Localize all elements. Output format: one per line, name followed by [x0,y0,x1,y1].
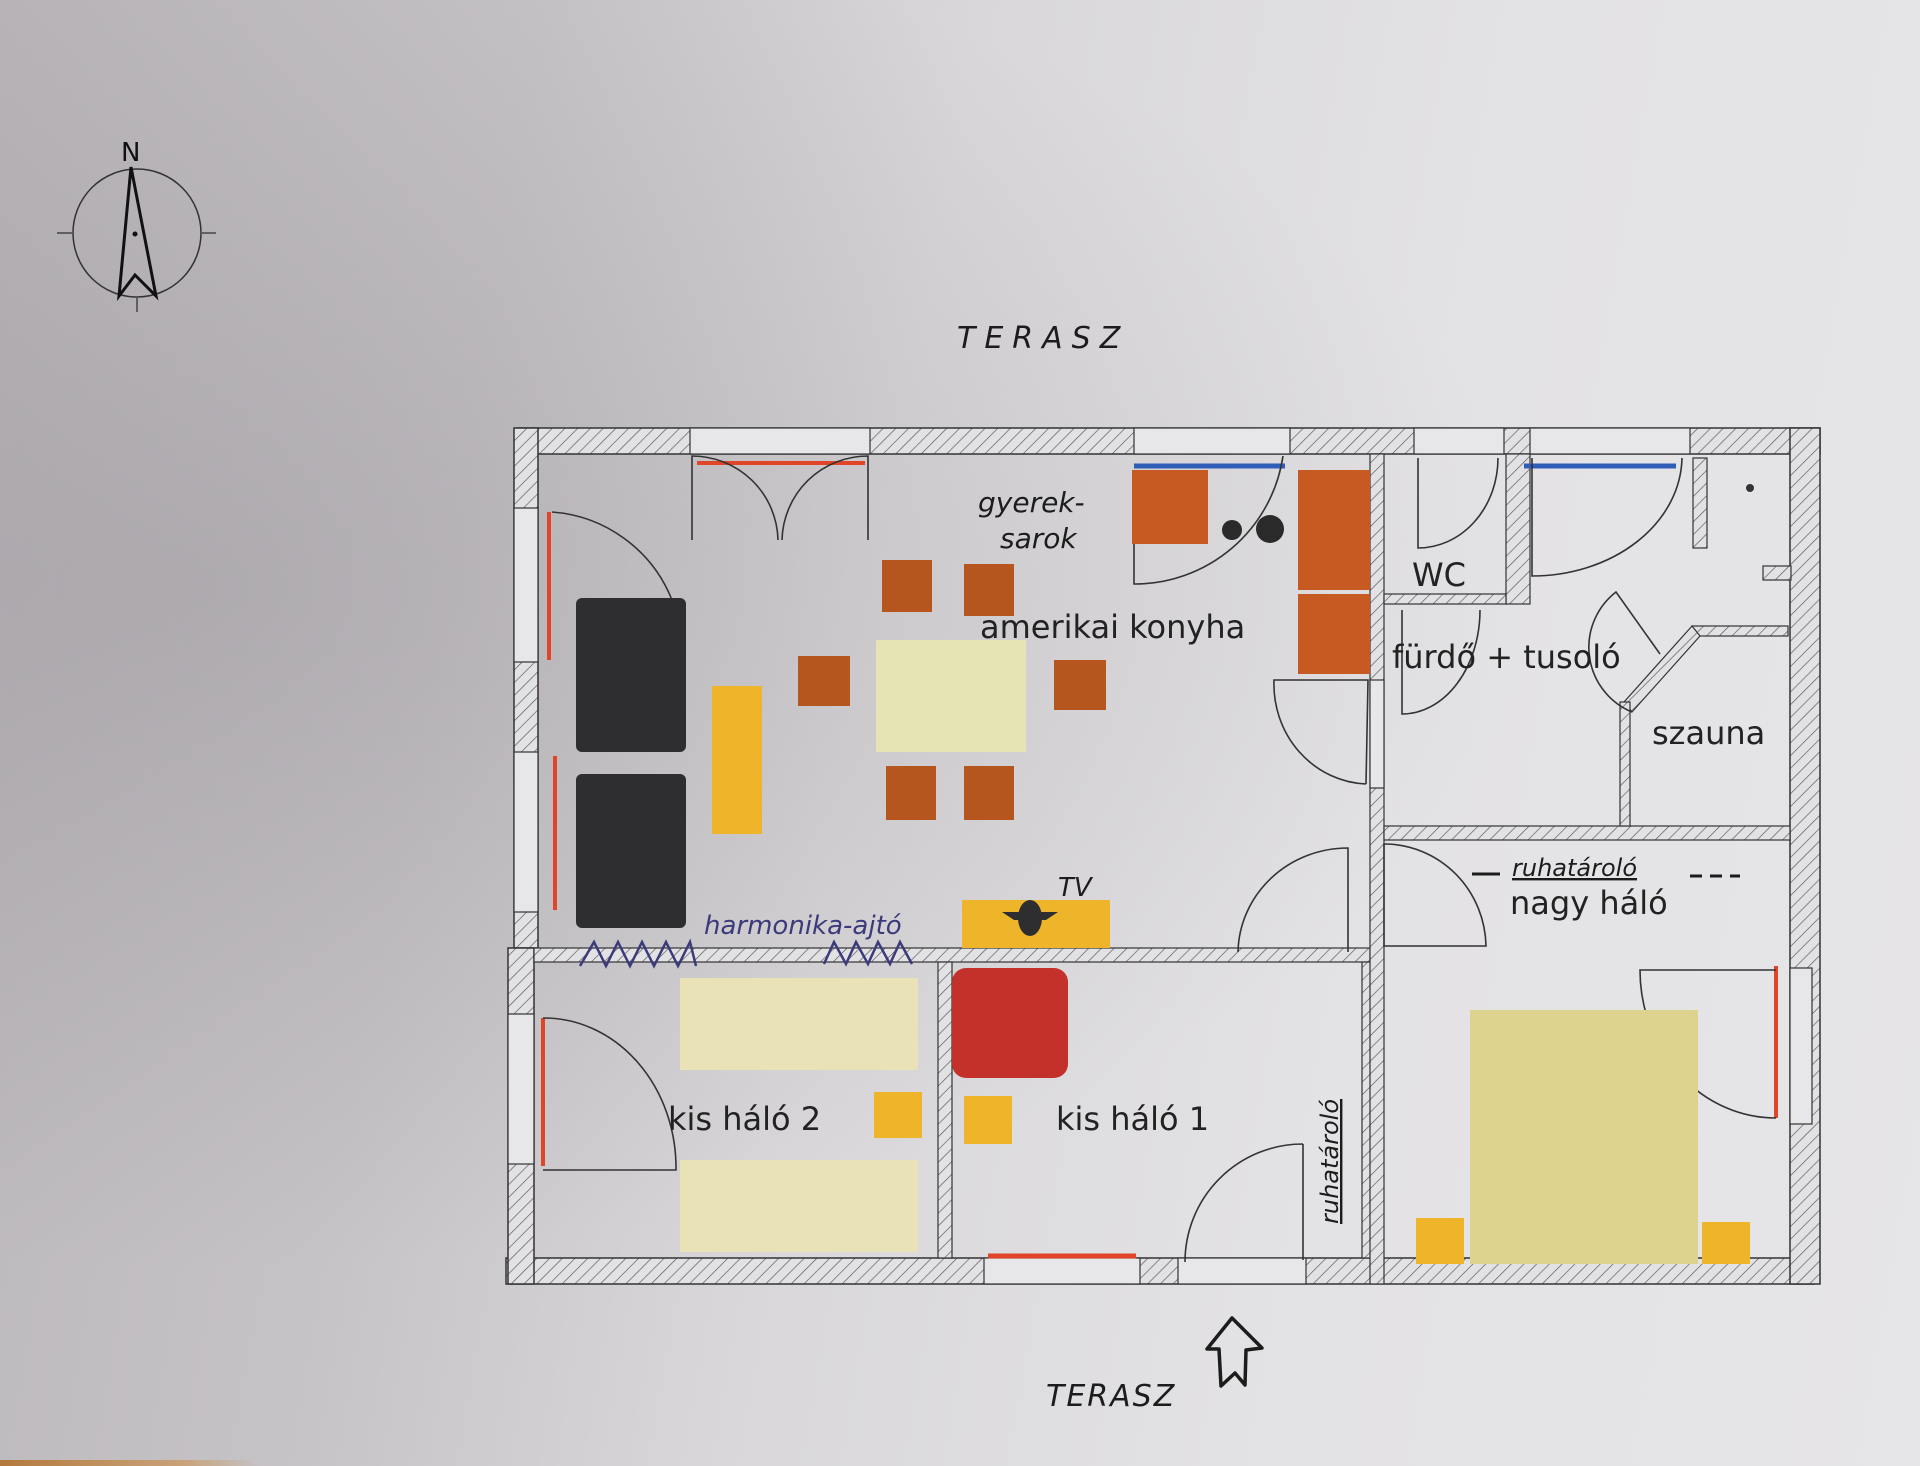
bed-icon [680,978,918,1070]
nightstand-icon [874,1092,922,1138]
table-edge [0,1460,260,1466]
chair-icon [964,564,1014,616]
chair-icon [1054,660,1106,710]
room-label-small-bedroom-2: kis háló 2 [668,1100,821,1138]
kitchen-counter-icon [1298,470,1370,590]
furniture [576,470,1754,1264]
coffee-table-icon [712,686,762,834]
room-label-sauna: szauna [1652,714,1765,752]
room-label-small-bedroom-1: kis háló 1 [1056,1100,1209,1138]
chair-icon [882,560,932,612]
armchair-icon [952,968,1068,1078]
chair-icon [964,766,1014,820]
kitchen-counter-icon [1132,470,1208,544]
double-bed-icon [1470,1010,1698,1264]
annotation-kids-corner-line1: gyerek- [978,486,1085,519]
terrace-top-label: TERASZ [957,321,1129,356]
annotation-kids-corner-line2: sarok [1000,522,1078,555]
terrace-bottom-label: TERASZ [1046,1379,1176,1414]
compass-north-label: N [121,138,140,168]
sofa-icon [576,598,686,752]
room-label-living-kitchen: amerikai konyha [980,608,1245,646]
interior-walls [533,453,1792,1285]
folding-door-icon [578,938,914,969]
room-label-master-bedroom: nagy háló [1510,884,1668,922]
windows [507,427,1813,1285]
compass-icon: N [57,138,216,312]
fridge-icon [1298,594,1370,674]
chair-icon [798,656,850,706]
sofa-icon [576,774,686,928]
annotation-tv: TV [1058,873,1094,903]
annotation-wardrobe-small: ruhatároló [1316,1099,1344,1224]
entrance-arrow-icon [1205,1316,1264,1388]
door-swings [542,455,1777,1263]
bed-icon [680,1160,918,1252]
nightstand-icon [1416,1218,1464,1264]
nightstand-icon [964,1096,1012,1144]
nightstand-icon [1702,1222,1750,1264]
chair-icon [886,766,936,820]
room-label-bathroom: fürdő + tusoló [1392,638,1621,676]
tv-icon [1002,900,1058,936]
dining-table-icon [876,640,1026,752]
room-label-wc: WC [1412,556,1466,594]
annotation-folding-door: harmonika-ajtó [704,911,902,941]
drain-icon [1746,484,1754,492]
stove-burner-icon [1222,520,1242,540]
stove-burner-icon [1256,515,1284,543]
window-highlights [541,461,1778,1259]
annotation-wardrobe-master: ruhatároló [1512,854,1637,882]
